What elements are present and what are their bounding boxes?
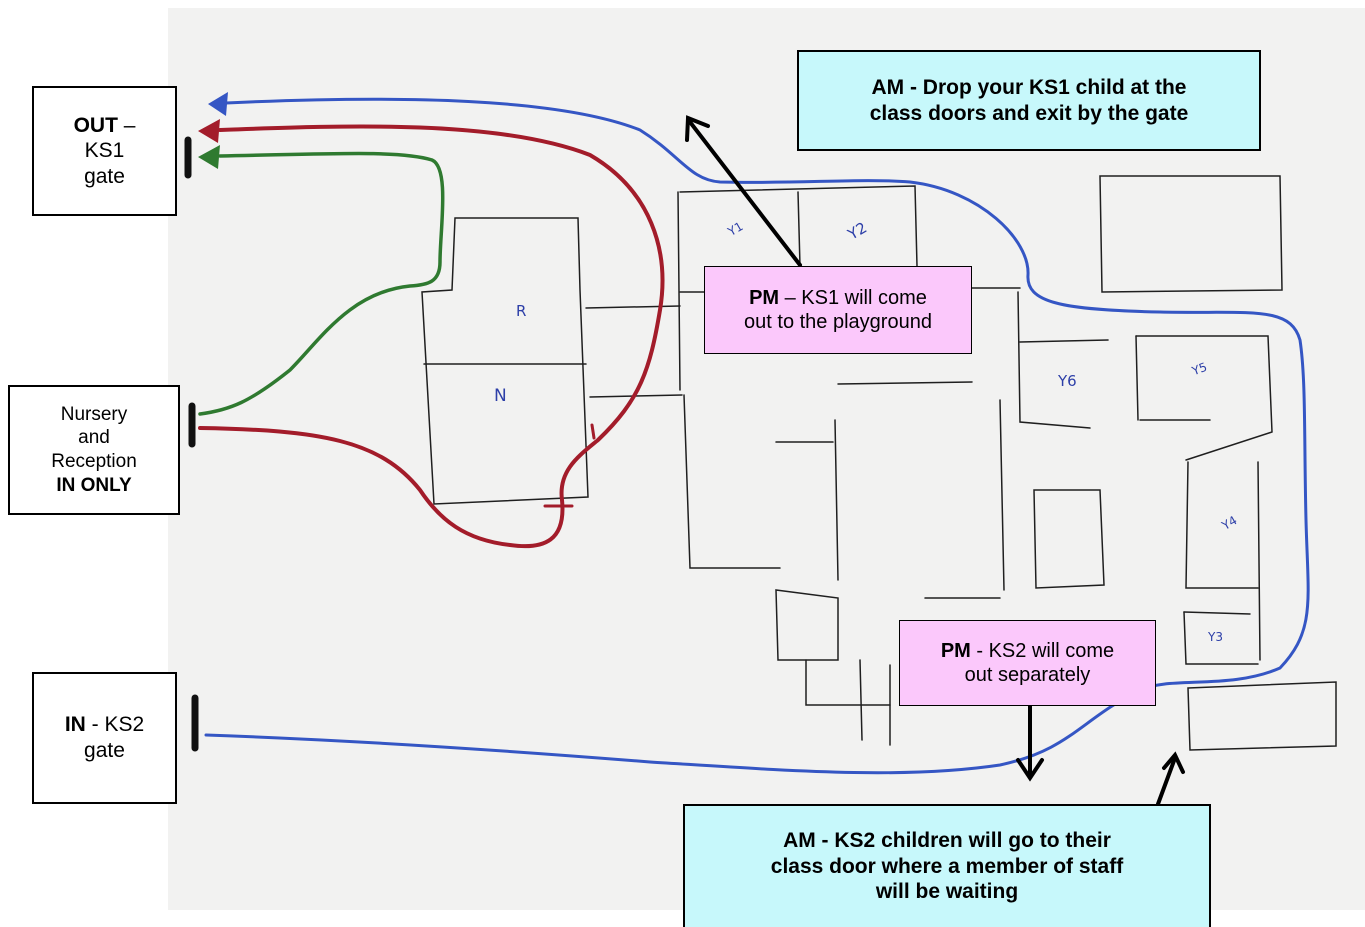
blue-route: [204, 97, 1310, 775]
nursery-gate-line3: Reception: [51, 451, 137, 472]
corridor-line: [585, 305, 681, 309]
ks1-block: [677, 191, 681, 391]
am-ks2-callout: AM - KS2 children will go to their class…: [683, 804, 1211, 927]
pm-ks1-line2: out to the playground: [744, 311, 932, 333]
nursery-reception-gate-label: Nursery and Reception IN ONLY: [8, 385, 180, 515]
room-label-y3: Y3: [1208, 630, 1223, 644]
out-ks1-gate-line3: gate: [84, 164, 125, 188]
arrow-am-ks2-head-icon: [1162, 751, 1185, 774]
arrow-am-ks2: [1156, 756, 1177, 806]
ks2-wing: [1257, 461, 1261, 661]
ks2-wing: [1185, 461, 1259, 589]
ks2-wing: [1135, 335, 1273, 461]
in-ks2-gate-rest: - KS2: [85, 713, 145, 737]
map-panel: [168, 8, 1365, 910]
central-building: [805, 659, 891, 706]
out-ks1-gate-title: OUT: [73, 113, 118, 137]
am-ks2-line1: AM - KS2 children will go to their: [783, 829, 1111, 853]
central-building: [837, 381, 973, 385]
am-ks1-callout: AM - Drop your KS1 child at the class do…: [797, 50, 1261, 151]
nursery-gate-line1: Nursery: [60, 403, 128, 425]
nursery-gate-line2: and: [78, 427, 110, 449]
gate-markers: [184, 136, 199, 752]
out-ks1-gate-label: OUT – KS1 gate: [32, 86, 177, 216]
outbuilding-bottom-right: [1187, 681, 1337, 751]
arrow-pm-ks1: [688, 120, 802, 267]
am-ks2-line2: class door where a member of staff: [770, 854, 1124, 878]
red-route-extension: [543, 423, 596, 508]
out-ks1-gate-dash: –: [117, 113, 136, 137]
room-label-r: R: [516, 302, 527, 320]
route-arrowheads: [198, 92, 228, 169]
ks2-wing: [1183, 611, 1259, 665]
central-building: [1033, 489, 1105, 589]
outbuilding-top-right: [1099, 175, 1283, 293]
central-building: [775, 589, 839, 661]
pm-ks1-bold: PM: [749, 286, 780, 309]
pm-ks2-line2: out separately: [964, 664, 1091, 686]
nursery-reception-building: [421, 217, 589, 505]
am-ks2-line3: will be waiting: [875, 880, 1019, 904]
central-building: [859, 659, 863, 741]
blue-arrowhead-icon: [208, 92, 228, 116]
room-label-n: N: [494, 386, 507, 406]
ks2-wing: [1019, 339, 1109, 343]
out-ks1-gate-line2: KS1: [84, 139, 125, 163]
ks1-block: [679, 185, 918, 267]
ks2-wing: [1135, 335, 1139, 421]
am-ks1-line2: class doors and exit by the gate: [869, 101, 1189, 125]
red-route-to-gate: [198, 124, 665, 549]
pointer-arrows: [685, 115, 1185, 806]
in-ks2-gate-line2: gate: [84, 739, 125, 762]
ks2-wing: [1183, 611, 1251, 615]
nursery-gate-in-only: IN ONLY: [56, 474, 132, 496]
pm-ks1-callout: PM – KS1 will come out to the playground: [704, 266, 972, 354]
pm-ks2-rest: - KS2 will come: [970, 639, 1115, 662]
central-building: [999, 399, 1005, 591]
ks1-block: [797, 191, 801, 267]
arrow-pm-ks1-head-icon: [685, 115, 710, 142]
central-building: [834, 419, 839, 581]
pm-ks1-rest: – KS1 will come: [779, 286, 927, 309]
pm-ks2-callout: PM - KS2 will come out separately: [899, 620, 1156, 706]
ks2-wing: [1017, 291, 1091, 429]
arrow-pm-ks2-head-icon: [1016, 758, 1044, 782]
building-outlines: [421, 175, 1337, 751]
am-ks1-line1: AM - Drop your KS1 child at the: [871, 75, 1187, 99]
in-ks2-gate-title: IN: [64, 713, 86, 737]
pm-ks2-bold: PM: [940, 639, 971, 662]
green-route: [198, 151, 445, 416]
green-arrowhead-icon: [198, 145, 220, 169]
central-building: [683, 394, 781, 569]
room-label-y6: Y6: [1058, 372, 1077, 390]
in-ks2-gate-label: IN - KS2 gate: [32, 672, 177, 804]
red-arrowhead-icon: [198, 119, 220, 143]
